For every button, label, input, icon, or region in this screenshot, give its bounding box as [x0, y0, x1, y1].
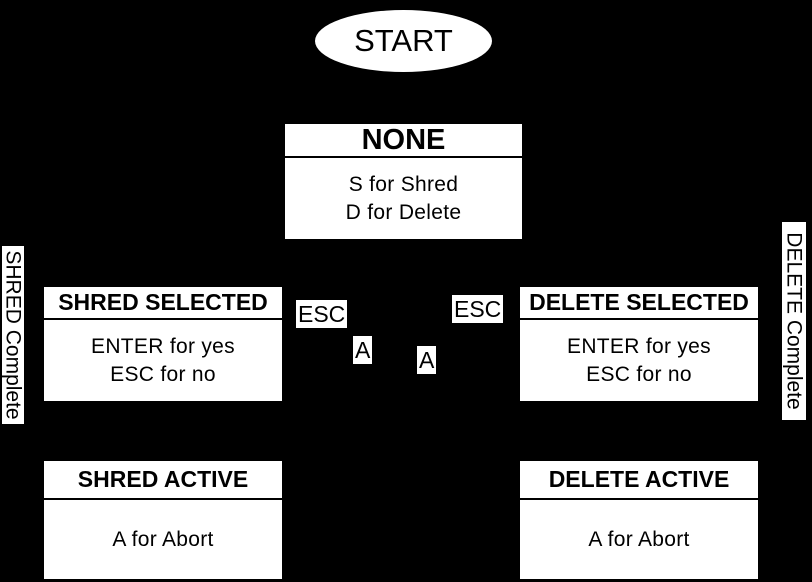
node-shred-active-body: A for Abort	[44, 500, 282, 579]
node-shred-selected-body: ENTER for yes ESC for no	[44, 320, 282, 401]
side-label-shred-complete: SHRED Complete	[2, 246, 26, 424]
node-shred-active: SHRED ACTIVE A for Abort	[44, 461, 282, 579]
node-shred-selected: SHRED SELECTED ENTER for yes ESC for no	[44, 287, 282, 401]
node-delete-active-body: A for Abort	[520, 500, 758, 579]
edge-label-esc-left: ESC	[296, 300, 348, 328]
node-none-title: NONE	[285, 124, 522, 158]
node-delete-selected-line-2: ESC for no	[586, 362, 692, 386]
node-delete-selected-title: DELETE SELECTED	[520, 287, 758, 320]
node-none-line-2: D for Delete	[345, 200, 462, 224]
node-delete-active-title: DELETE ACTIVE	[520, 461, 758, 500]
edge-label-a-right: A	[417, 346, 437, 374]
node-delete-selected-body: ENTER for yes ESC for no	[520, 320, 758, 401]
node-shred-selected-title: SHRED SELECTED	[44, 287, 282, 320]
side-label-shred-complete-text: SHRED Complete	[2, 250, 26, 420]
node-delete-selected-line-1: ENTER for yes	[567, 334, 711, 358]
edge-label-esc-right: ESC	[452, 295, 504, 323]
node-shred-active-line-1: A for Abort	[112, 527, 214, 551]
node-delete-active: DELETE ACTIVE A for Abort	[520, 461, 758, 579]
node-none-line-1: S for Shred	[348, 172, 459, 196]
node-none-body: S for Shred D for Delete	[285, 158, 522, 239]
node-delete-selected: DELETE SELECTED ENTER for yes ESC for no	[520, 287, 758, 401]
side-label-delete-complete: DELETE Complete	[782, 222, 806, 420]
node-shred-active-title: SHRED ACTIVE	[44, 461, 282, 500]
node-none: NONE S for Shred D for Delete	[285, 124, 522, 239]
start-node: START	[315, 10, 492, 72]
node-delete-active-line-1: A for Abort	[588, 527, 690, 551]
node-shred-selected-line-1: ENTER for yes	[91, 334, 235, 358]
side-label-delete-complete-text: DELETE Complete	[783, 232, 806, 410]
edge-label-a-left: A	[353, 336, 373, 364]
node-shred-selected-line-2: ESC for no	[110, 362, 216, 386]
